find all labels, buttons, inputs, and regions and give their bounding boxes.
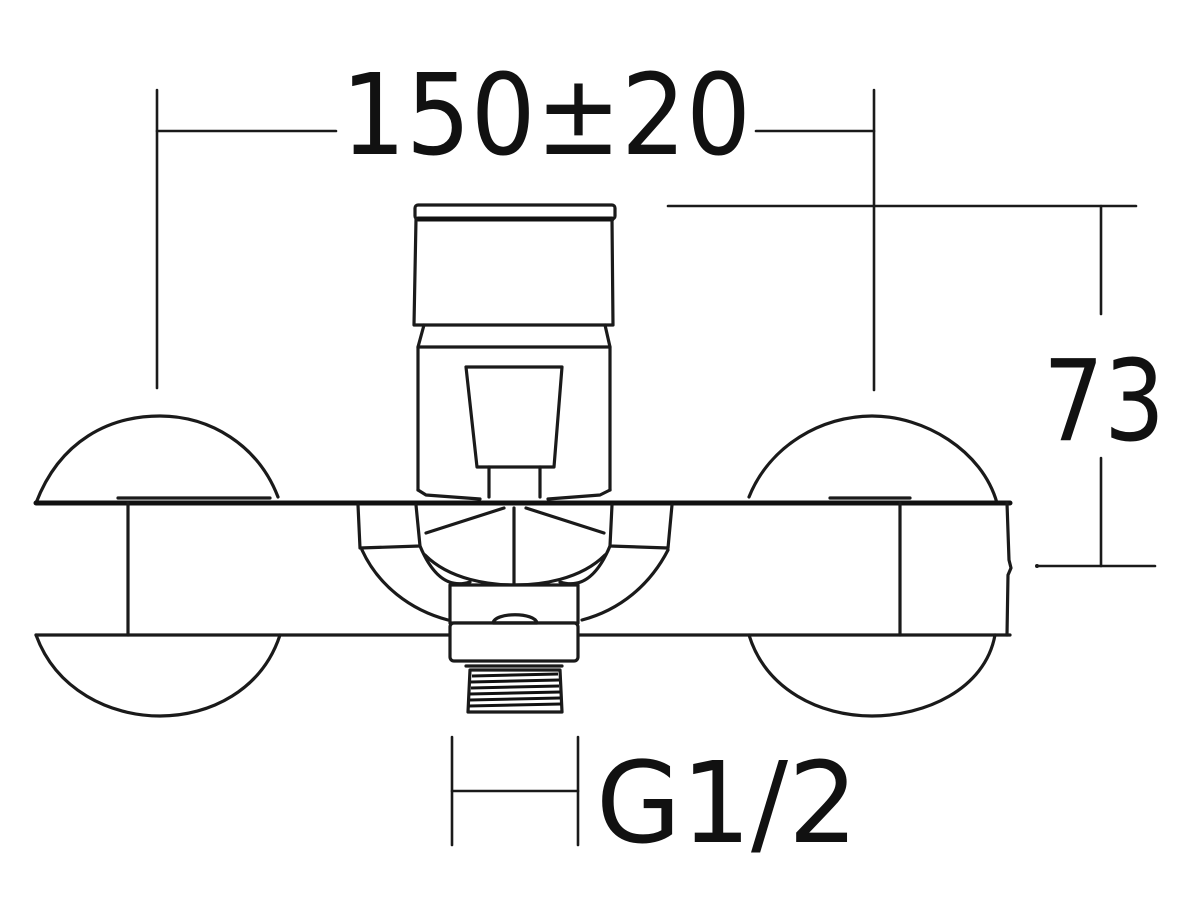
dimension-centers-width: 150±20 bbox=[155, 51, 876, 392]
threaded-outlet bbox=[466, 668, 564, 714]
left-wall-flange bbox=[34, 414, 282, 718]
mixer-handle bbox=[412, 203, 617, 501]
outlet-body bbox=[356, 503, 674, 668]
dimension-label-projection-height: 73 bbox=[1043, 337, 1165, 467]
body-right-end bbox=[1005, 501, 1013, 637]
mixer-body bbox=[33, 496, 1039, 637]
dimension-projection-height: 73 bbox=[666, 204, 1165, 568]
dimension-outlet-thread: G1/2 bbox=[450, 735, 858, 869]
right-wall-flange bbox=[747, 414, 999, 718]
dimension-label-centers-width: 150±20 bbox=[341, 51, 751, 181]
dimension-label-outlet-thread: G1/2 bbox=[596, 739, 858, 869]
